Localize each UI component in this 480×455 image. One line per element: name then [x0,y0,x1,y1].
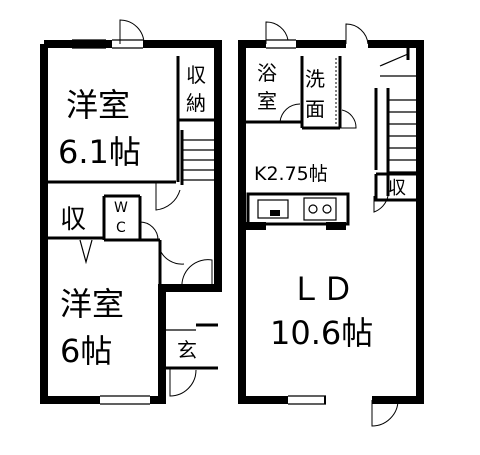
toilet-label-line1: W [114,200,128,216]
western-room-upper-size: 6.1帖 [58,133,141,171]
partition-entrance [160,323,218,370]
partition-closet-upper [176,56,218,182]
washroom-label-line1: 洗 [305,67,325,91]
bathroom-label-line1: 浴 [257,61,277,85]
partition-mid-row [44,194,142,242]
left-top-door [72,19,145,49]
door-lower-room [159,249,185,265]
western-room-upper-name: 洋室 [66,86,130,124]
right-top-door [265,21,369,49]
door-toilet [139,221,159,241]
partition-closet-right [374,172,420,202]
entrance-label: 玄 [177,338,197,362]
ld-name-label: ＬＤ [290,270,354,308]
left-unit-outer-wall [40,40,222,404]
stairs-left [182,139,218,181]
partition-lower-room-right [140,238,162,290]
left-bottom-window [100,395,150,405]
door-front [169,368,197,397]
closet-upper-line1: 収納 [186,63,206,115]
western-room-lower-size: 6帖 [60,332,112,370]
right-bottom-window [288,395,399,427]
left-unit: 洋室 6.1帖 収納 収 W C 洋室 6帖 玄 [40,19,222,405]
closet-right-label: 収 [388,178,406,199]
door-upper-room [155,182,181,211]
kitchen-counter [246,192,350,230]
western-room-lower-name: 洋室 [60,285,124,323]
closet-mid-left-label: 収 [60,205,86,235]
door-bath [279,103,301,123]
partition-bath-wash [242,56,342,130]
stairs-right [373,44,420,213]
right-unit: 浴 室 洗 面 K2.75帖 収 ＬＤ 10.6帖 [238,21,424,427]
ld-size-label: 10.6帖 [270,314,373,352]
door-wash [340,109,357,129]
bathroom-label-line2: 室 [257,89,277,113]
washroom-label-line2: 面 [305,97,325,121]
door-entrance [181,259,213,289]
closet-mid-mark [79,239,93,265]
toilet-label-line2: C [116,220,126,236]
right-unit-outer-wall [238,40,424,404]
kitchen-label: K2.75帖 [254,163,328,185]
